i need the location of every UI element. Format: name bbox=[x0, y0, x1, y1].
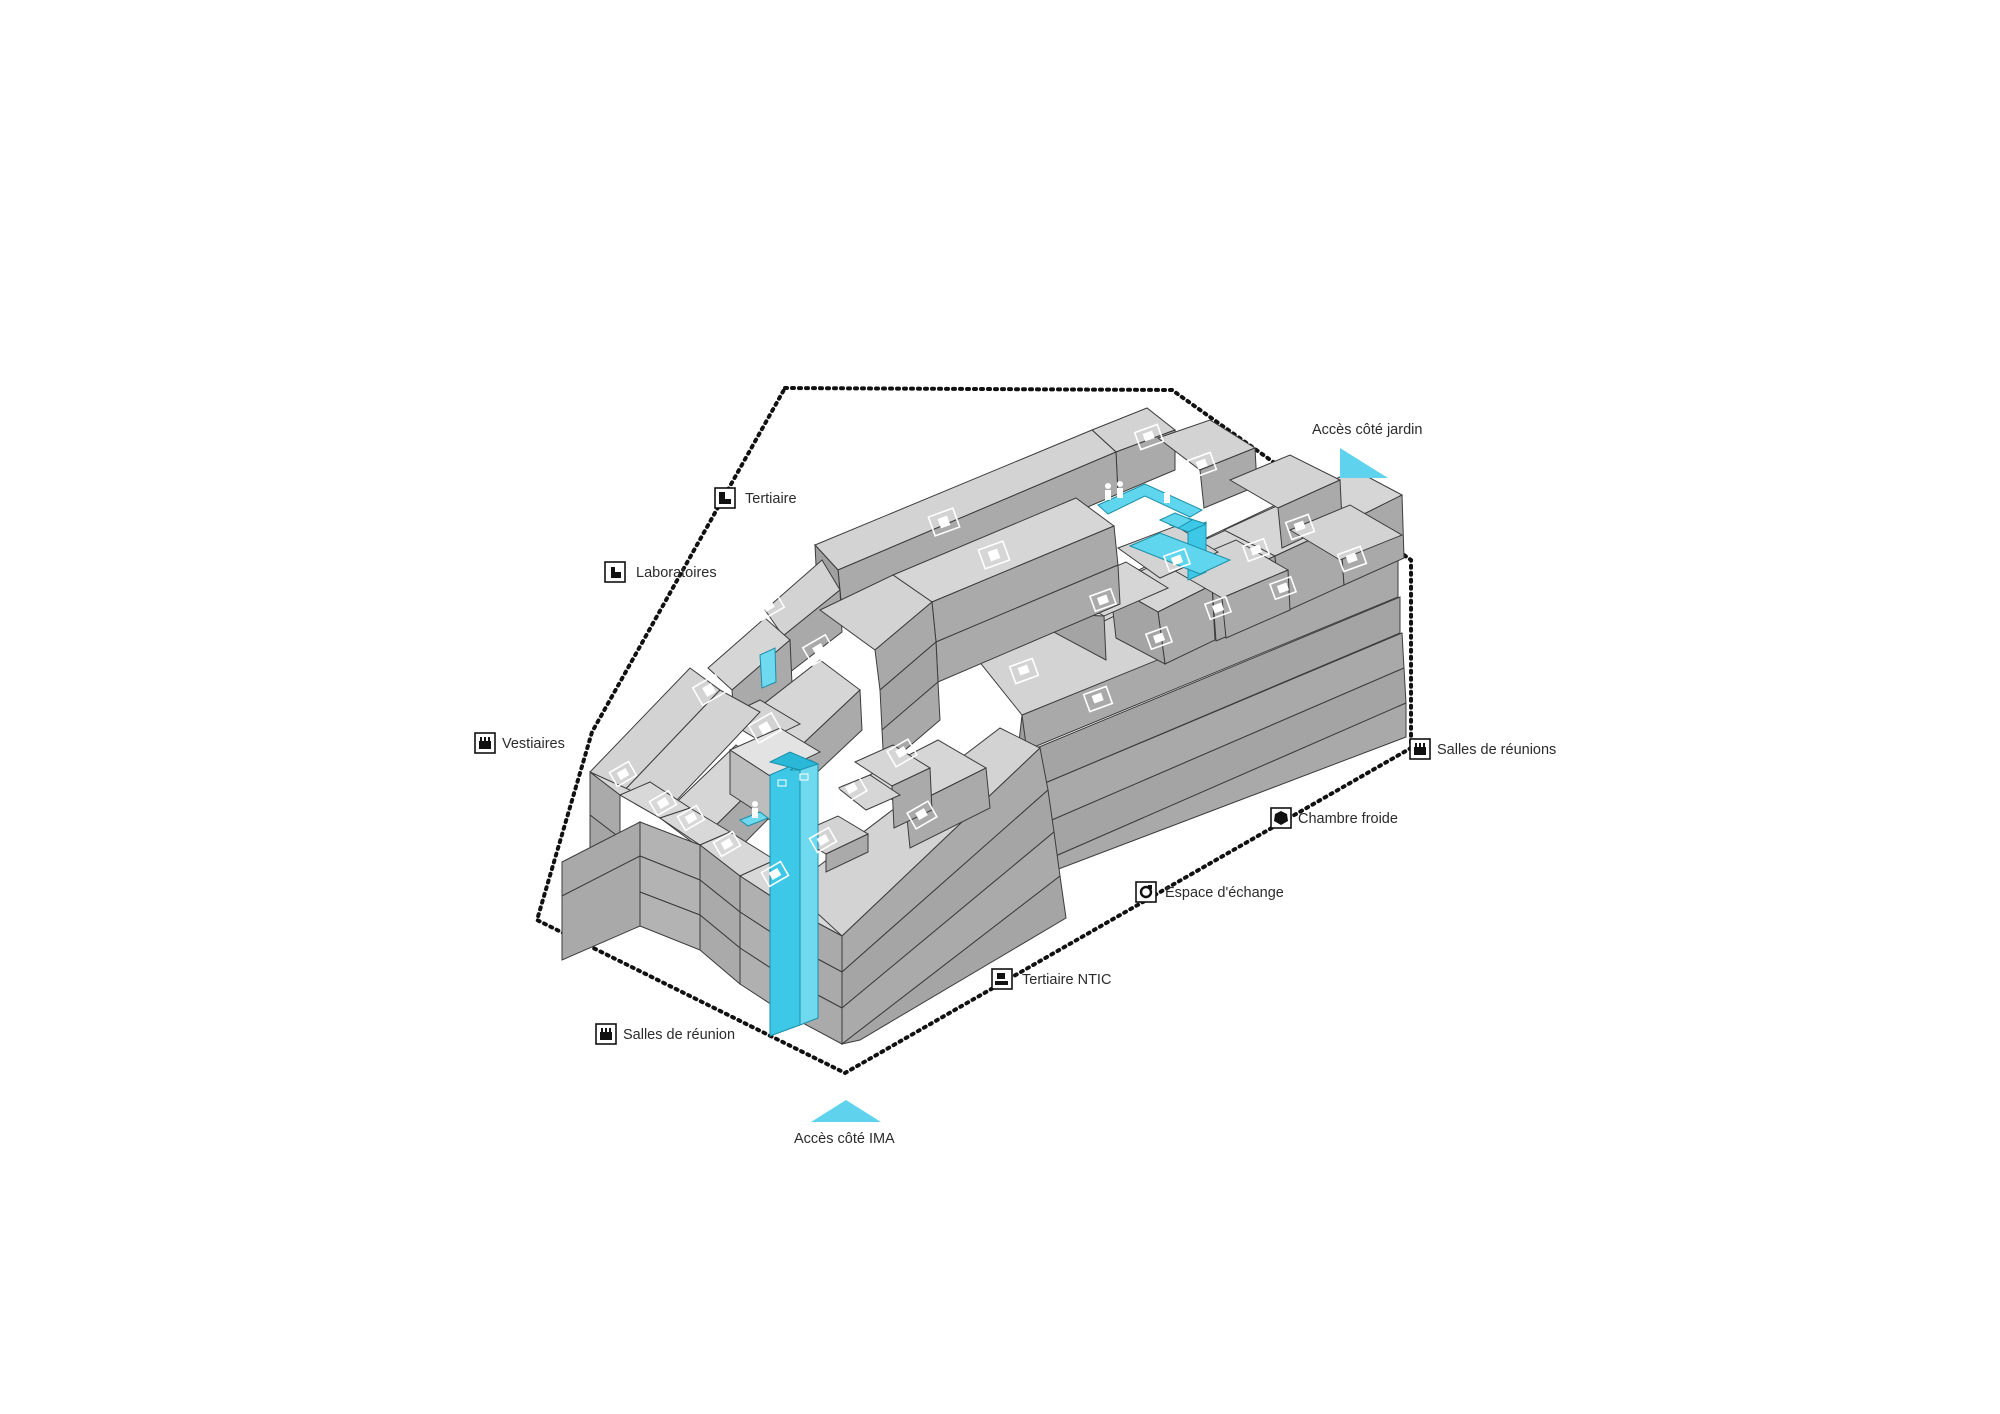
laboratory-icon bbox=[604, 561, 626, 583]
locker-room-icon bbox=[474, 732, 496, 754]
label-tertiaire: Tertiaire bbox=[714, 487, 797, 509]
office-chair-icon bbox=[714, 487, 736, 509]
label-chambre-froide-text: Chambre froide bbox=[1298, 811, 1398, 827]
roof-room-tags bbox=[608, 423, 1368, 888]
exchange-icon bbox=[1135, 881, 1157, 903]
label-tertiaire-ntic-text: Tertiaire NTIC bbox=[1022, 972, 1111, 988]
label-vestiaires-text: Vestiaires bbox=[502, 736, 565, 752]
label-chambre-froide: Chambre froide bbox=[1270, 807, 1398, 829]
label-laboratoires: Laboratoires bbox=[604, 561, 717, 583]
access-ima-label: Accès côté IMA bbox=[794, 1131, 895, 1147]
access-ima: Accès côté IMA bbox=[794, 1100, 895, 1147]
access-ima-triangle-icon bbox=[811, 1100, 881, 1122]
meeting-room-icon bbox=[1409, 738, 1431, 760]
label-salles-reunions-e-text: Salles de réunions bbox=[1437, 742, 1556, 758]
elevator-core-south bbox=[769, 761, 801, 1037]
label-salles-reunions-e: Salles de réunions bbox=[1409, 738, 1556, 760]
snowflake-icon bbox=[1270, 807, 1292, 829]
corridor-north bbox=[1097, 483, 1204, 518]
label-salles-reunion-sw: Salles de réunion bbox=[595, 1023, 735, 1045]
label-vestiaires: Vestiaires bbox=[474, 732, 565, 754]
computer-desk-icon bbox=[991, 968, 1013, 990]
vertical-circulation bbox=[738, 483, 1232, 1037]
label-espace-echange: Espace d'échange bbox=[1135, 881, 1284, 903]
meeting-room-icon bbox=[595, 1023, 617, 1045]
site-boundary-dotted-line bbox=[534, 385, 1413, 1076]
access-garden-triangle-icon bbox=[1340, 448, 1388, 478]
label-salles-reunion-sw-text: Salles de réunion bbox=[623, 1027, 735, 1043]
label-tertiaire-text: Tertiaire bbox=[745, 491, 797, 507]
label-espace-echange-text: Espace d'échange bbox=[1165, 885, 1284, 901]
access-garden: Accès côté jardin bbox=[1312, 422, 1422, 478]
people-figures bbox=[752, 481, 1170, 818]
label-tertiaire-ntic: Tertiaire NTIC bbox=[991, 968, 1111, 990]
access-garden-label: Accès côté jardin bbox=[1312, 422, 1422, 438]
building-massing bbox=[561, 407, 1407, 1046]
label-laboratoires-text: Laboratoires bbox=[636, 565, 717, 581]
